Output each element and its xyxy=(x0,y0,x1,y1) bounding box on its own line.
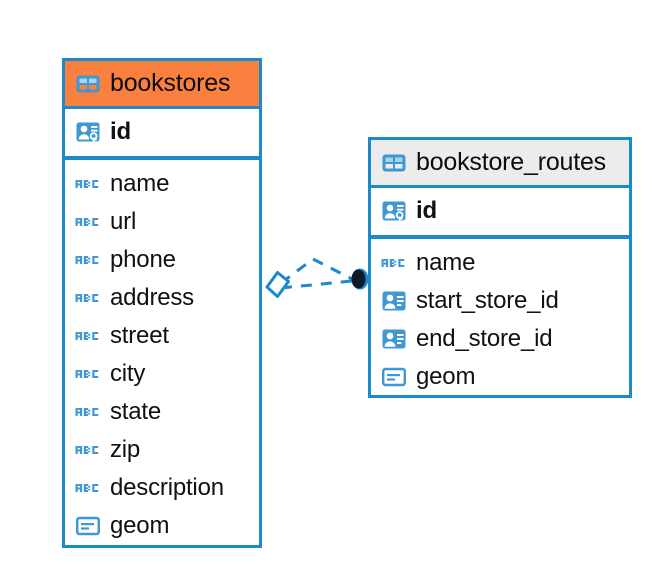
field-row-url[interactable]: url xyxy=(75,203,249,241)
entity-header-bookstores[interactable]: bookstores xyxy=(65,61,259,109)
field-row-name[interactable]: name xyxy=(75,165,249,203)
field-label: description xyxy=(110,474,224,501)
text-abc-icon xyxy=(75,323,101,349)
target-marker-dot-icon xyxy=(351,269,366,289)
foreign-key-icon xyxy=(381,288,407,314)
field-label: phone xyxy=(110,246,176,273)
field-row-description[interactable]: description xyxy=(75,469,249,507)
field-label: name xyxy=(416,249,476,276)
field-label: city xyxy=(110,360,146,387)
text-abc-icon xyxy=(381,250,407,276)
relationship-line-lower xyxy=(280,279,353,290)
entity-bookstores[interactable]: bookstores id xyxy=(62,58,262,548)
entity-bookstore-routes[interactable]: bookstore_routes id xyxy=(368,137,632,398)
primary-key-label: id xyxy=(416,197,437,224)
text-abc-icon xyxy=(75,247,101,273)
field-row-street[interactable]: street xyxy=(75,317,249,355)
field-row-address[interactable]: address xyxy=(75,279,249,317)
target-marker-halo xyxy=(351,268,369,290)
text-abc-icon xyxy=(75,437,101,463)
primary-key-section-bookstore-routes: id xyxy=(371,188,629,239)
entity-header-bookstore-routes[interactable]: bookstore_routes xyxy=(371,140,629,188)
field-row-state[interactable]: state xyxy=(75,393,249,431)
field-list-bookstores: name u xyxy=(65,160,259,553)
field-row-primary-key[interactable]: id xyxy=(381,192,619,230)
primary-key-icon xyxy=(75,119,101,145)
field-label: end_store_id xyxy=(416,325,553,352)
field-label: geom xyxy=(110,512,170,539)
text-abc-icon xyxy=(75,285,101,311)
field-row-zip[interactable]: zip xyxy=(75,431,249,469)
geometry-icon xyxy=(381,364,407,390)
primary-key-icon xyxy=(381,198,407,224)
text-abc-icon xyxy=(75,209,101,235)
geometry-icon xyxy=(75,513,101,539)
field-label: street xyxy=(110,322,169,349)
primary-key-section-bookstores: id xyxy=(65,109,259,160)
table-icon xyxy=(381,150,407,176)
field-row-geom[interactable]: geom xyxy=(381,358,619,396)
field-label: name xyxy=(110,170,170,197)
text-abc-icon xyxy=(75,399,101,425)
relationship-line-upper xyxy=(280,257,353,285)
field-label: start_store_id xyxy=(416,287,559,314)
field-row-primary-key[interactable]: id xyxy=(75,113,249,151)
foreign-key-icon xyxy=(381,326,407,352)
entity-title-bookstore-routes: bookstore_routes xyxy=(416,148,606,176)
text-abc-icon xyxy=(75,171,101,197)
field-label: zip xyxy=(110,436,141,463)
field-row-start-store-id[interactable]: start_store_id xyxy=(381,282,619,320)
field-label: address xyxy=(110,284,194,311)
field-row-geom[interactable]: geom xyxy=(75,507,249,545)
text-abc-icon xyxy=(75,361,101,387)
field-label: geom xyxy=(416,363,476,390)
field-row-phone[interactable]: phone xyxy=(75,241,249,279)
entity-title-bookstores: bookstores xyxy=(110,69,231,97)
field-row-end-store-id[interactable]: end_store_id xyxy=(381,320,619,358)
rhombus-marker-icon xyxy=(265,271,290,298)
field-list-bookstore-routes: name start_store_id xyxy=(371,239,629,404)
field-row-city[interactable]: city xyxy=(75,355,249,393)
field-label: state xyxy=(110,398,162,425)
field-label: url xyxy=(110,208,137,235)
primary-key-label: id xyxy=(110,118,131,145)
field-row-name[interactable]: name xyxy=(381,244,619,282)
text-abc-icon xyxy=(75,475,101,501)
table-icon xyxy=(75,71,101,97)
